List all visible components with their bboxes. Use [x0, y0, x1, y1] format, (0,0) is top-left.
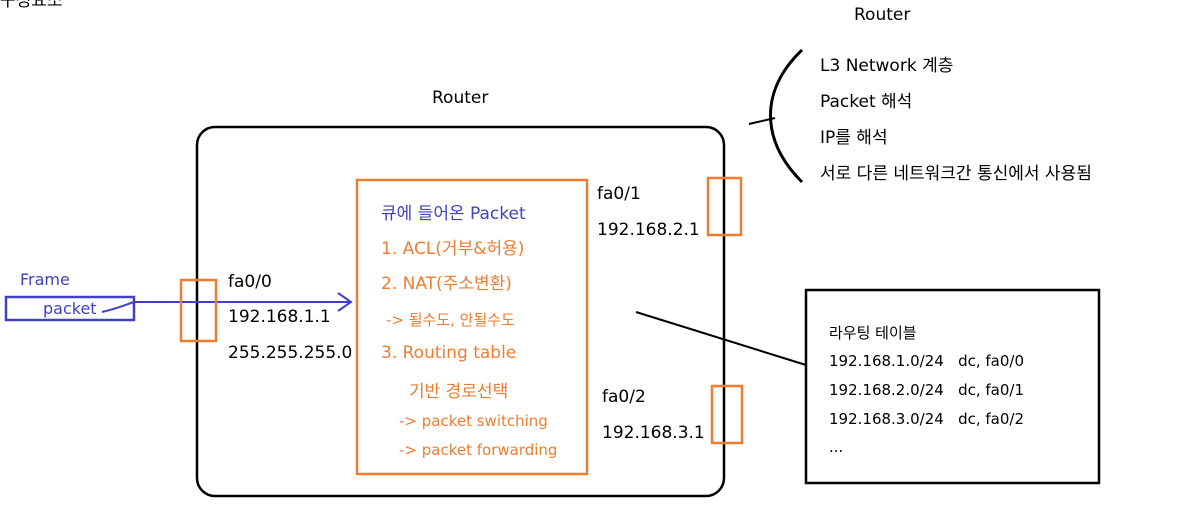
packet-label: packet — [43, 299, 97, 318]
routing-table-row: ... — [829, 438, 844, 456]
queue-nat: 2. NAT(주소변환) — [381, 274, 512, 294]
queue-switching: -> packet switching — [399, 412, 548, 430]
port-fa0-2 — [710, 384, 744, 445]
frame-packet-box — [4, 295, 136, 322]
queue-title: 큐에 들어온 Packet — [381, 204, 526, 224]
routing-table-row: 192.168.3.0/24 dc, fa0/2 — [829, 410, 1025, 428]
routing-table-row: 192.168.2.0/24 dc, fa0/1 — [829, 381, 1025, 399]
port-fa0-1 — [706, 176, 743, 237]
brace-pointer — [748, 117, 776, 125]
corner-text: 구성요소 — [0, 0, 63, 11]
packet-arrow — [101, 301, 350, 313]
routing-table-box — [804, 288, 1101, 485]
port-fa0-0 — [179, 278, 218, 343]
router-label: Router — [432, 88, 489, 108]
packet-arrowhead — [337, 292, 353, 312]
queue-acl: 1. ACL(거부&허용) — [381, 239, 525, 259]
router-box — [195, 125, 726, 498]
queue-forwarding: -> packet forwarding — [399, 441, 558, 459]
router-side-title: Router — [854, 5, 911, 25]
routing-table-title: 라우팅 테이블 — [829, 324, 917, 342]
table-pointer — [635, 311, 807, 366]
fa0-0-mask: 255.255.255.0 — [228, 343, 353, 363]
queue-box — [355, 178, 589, 476]
router-brace — [769, 48, 804, 184]
frame-label: Frame — [20, 270, 70, 289]
routing-table-row: 192.168.1.0/24 dc, fa0/0 — [829, 352, 1025, 370]
router-side-item: IP를 해석 — [820, 128, 888, 148]
router-side-item: Packet 해석 — [820, 92, 913, 112]
queue-nat-note: -> 될수도, 안될수도 — [386, 311, 515, 329]
fa0-1-name: fa0/1 — [597, 184, 641, 204]
fa0-2-ip: 192.168.3.1 — [602, 423, 705, 443]
router-side-item: 서로 다른 네트워크간 통신에서 사용됨 — [820, 164, 1092, 184]
queue-routing: 3. Routing table — [381, 343, 517, 363]
fa0-2-name: fa0/2 — [602, 387, 646, 407]
fa0-0-ip: 192.168.1.1 — [228, 307, 331, 327]
queue-routing-sub: 기반 경로선택 — [409, 382, 509, 402]
fa0-0-name: fa0/0 — [228, 272, 272, 292]
fa0-1-ip: 192.168.2.1 — [597, 220, 700, 240]
router-side-item: L3 Network 계층 — [820, 56, 954, 76]
